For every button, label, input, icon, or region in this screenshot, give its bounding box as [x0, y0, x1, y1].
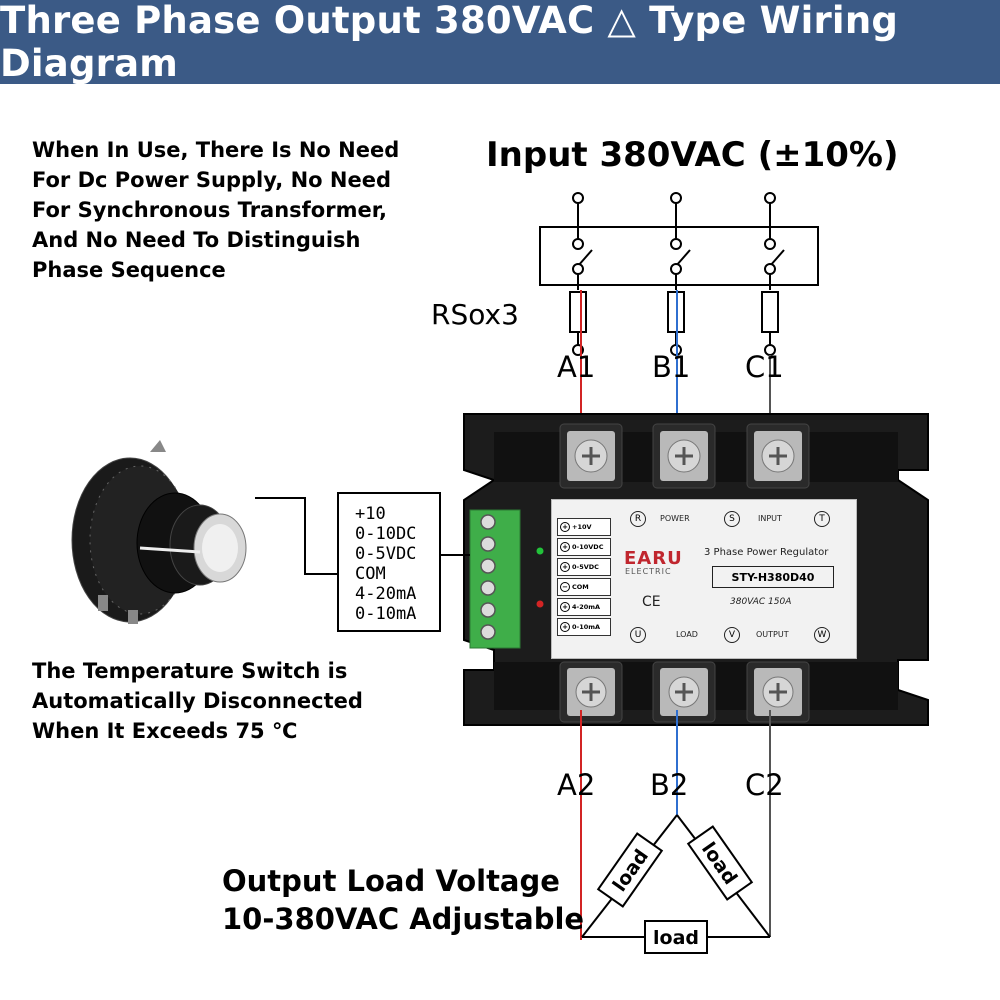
- load-right: load: [686, 825, 754, 901]
- header-title: Three Phase Output 380VAC △ Type Wiring …: [0, 0, 899, 85]
- term-item: +0-10mA: [557, 618, 611, 636]
- minus-icon: −: [560, 582, 570, 592]
- output-terminal-row: U LOAD V OUTPUT W: [630, 626, 852, 646]
- phase-c1-label: C1: [745, 350, 784, 384]
- load-text: LOAD: [676, 630, 698, 639]
- model-number: STY-H380D40: [712, 566, 834, 588]
- plus-icon: +: [560, 542, 570, 552]
- device-rating: 380VAC 150A: [730, 597, 792, 607]
- output-label-line: 10-380VAC Adjustable: [222, 902, 585, 936]
- term-label: 0-10mA: [572, 623, 601, 631]
- fuse-a: [569, 291, 587, 333]
- plus-icon: +: [560, 622, 570, 632]
- term-label: 0-5VDC: [572, 563, 599, 571]
- breaker-box: [539, 226, 819, 286]
- term-item: +0-10VDC: [557, 538, 611, 556]
- fuse-label: RSox3: [431, 298, 519, 331]
- temperature-note: The Temperature Switch is Automatically …: [32, 656, 432, 746]
- output-voltage-label: Output Load Voltage 10-380VAC Adjustable: [222, 862, 584, 938]
- term-label: 4-20mA: [572, 603, 601, 611]
- usage-note-line: For Synchronous Transformer,: [32, 198, 387, 222]
- phase-a1-label: A1: [557, 350, 596, 384]
- signal-4-20ma: 4-20mA: [355, 584, 417, 604]
- term-label: COM: [572, 583, 589, 591]
- phase-b1-label: B1: [652, 350, 691, 384]
- usage-note-line: Phase Sequence: [32, 258, 226, 282]
- phase-b2-label: B2: [650, 768, 689, 802]
- fuses: [569, 291, 779, 333]
- terminal-s: S: [724, 511, 740, 527]
- load-left: load: [596, 832, 664, 908]
- control-wires: [255, 497, 470, 575]
- phase-c2-label: C2: [745, 768, 784, 802]
- load-bottom-label: load: [653, 927, 699, 949]
- green-terminal-block: [469, 509, 521, 649]
- term-item: +0-5VDC: [557, 558, 611, 576]
- usage-note-line: And No Need To Distinguish: [32, 228, 361, 252]
- terminal-u: U: [630, 627, 646, 643]
- usage-note-line: When In Use, There Is No Need: [32, 138, 400, 162]
- temperature-note-line: Automatically Disconnected: [32, 689, 363, 713]
- plus-icon: +: [560, 562, 570, 572]
- signal-0-5vdc: 0-5VDC: [355, 544, 417, 564]
- ce-mark: CE: [642, 594, 661, 610]
- control-terminal-list: ++10V +0-10VDC +0-5VDC −COM +4-20mA +0-1…: [557, 518, 611, 638]
- potentiometer-knob-image: [71, 440, 247, 624]
- plus-icon: +: [560, 602, 570, 612]
- term-label: +10V: [572, 523, 592, 531]
- output-label-line: Output Load Voltage: [222, 864, 560, 898]
- header-banner: Three Phase Output 380VAC △ Type Wiring …: [0, 0, 1000, 85]
- brand-subtitle: ELECTRIC: [625, 567, 672, 576]
- terminal-v: V: [724, 627, 740, 643]
- terminal-t: T: [814, 511, 830, 527]
- term-item: −COM: [557, 578, 611, 596]
- usage-note: When In Use, There Is No Need For Dc Pow…: [32, 135, 452, 285]
- brand-logo: EARU: [624, 548, 683, 569]
- terminal-w: W: [814, 627, 830, 643]
- input-voltage-label: Input 380VAC (±10%): [486, 135, 899, 175]
- usage-note-line: For Dc Power Supply, No Need: [32, 168, 391, 192]
- temperature-note-line: When It Exceeds 75 ℃: [32, 719, 298, 743]
- plus-icon: +: [560, 522, 570, 532]
- breaker-lines: [572, 192, 785, 290]
- temperature-note-line: The Temperature Switch is: [32, 659, 348, 683]
- control-signal-box: +10 0-10DC 0-5VDC COM 4-20mA 0-10mA: [337, 492, 441, 632]
- input-text: INPUT: [758, 514, 782, 523]
- output-text: OUTPUT: [756, 630, 789, 639]
- term-item: ++10V: [557, 518, 611, 536]
- phase-a2-label: A2: [557, 768, 596, 802]
- input-terminal-row: R POWER S INPUT T: [630, 510, 852, 530]
- fuse-c: [761, 291, 779, 333]
- signal-plus10: +10: [355, 504, 386, 524]
- signal-com: COM: [355, 564, 386, 584]
- power-text: POWER: [660, 514, 690, 523]
- load-bottom: load: [644, 920, 708, 954]
- device-label-panel: R POWER S INPUT T ++10V +0-10VDC +0-5VDC…: [551, 499, 857, 659]
- product-name: 3 Phase Power Regulator: [704, 547, 829, 558]
- signal-0-10dc: 0-10DC: [355, 524, 417, 544]
- terminal-r: R: [630, 511, 646, 527]
- signal-0-10ma: 0-10mA: [355, 604, 417, 624]
- term-label: 0-10VDC: [572, 543, 604, 551]
- term-item: +4-20mA: [557, 598, 611, 616]
